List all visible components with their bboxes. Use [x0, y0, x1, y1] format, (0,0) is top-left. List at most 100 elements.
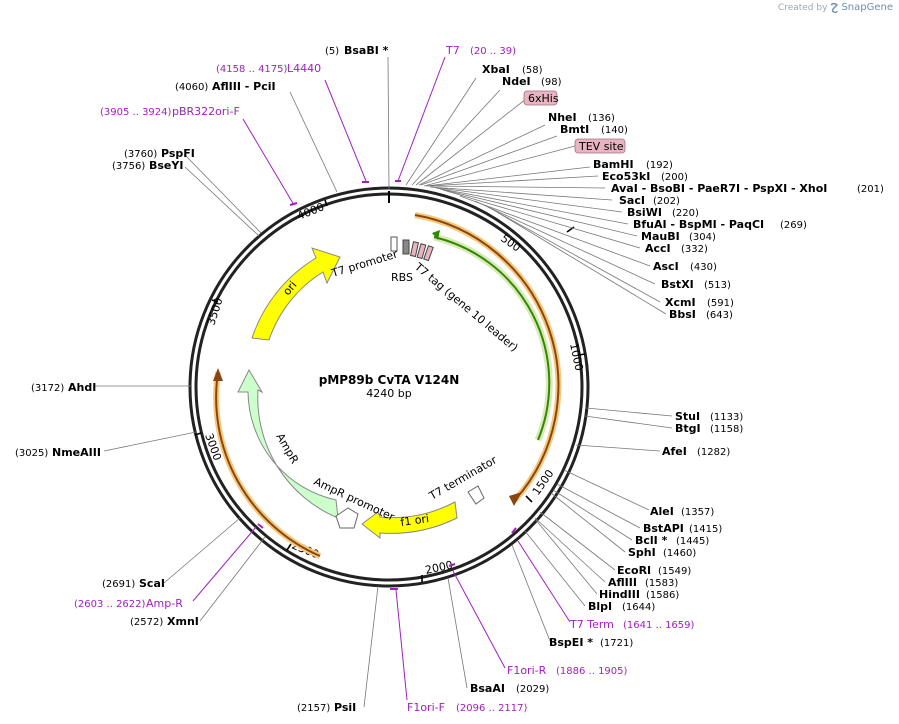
ampr-feature — [237, 368, 339, 519]
site-name: Eco53kI — [602, 170, 650, 183]
site-coord: (269) — [780, 220, 807, 231]
f1-ori-label: f1 ori — [400, 512, 430, 529]
tag-6xhis-label: 6xHis — [528, 92, 559, 105]
primer-coord: (20 .. 39) — [470, 46, 516, 57]
site-name: NdeI — [502, 75, 531, 88]
site-connectors-left — [95, 91, 379, 708]
site-name: AccI — [645, 242, 671, 255]
cds-arc — [432, 230, 553, 442]
site-coord: (2157) — [297, 703, 330, 714]
site-name: BseYI — [149, 159, 183, 172]
site-name: BsaAI — [470, 682, 505, 695]
site-coord: (643) — [706, 310, 733, 321]
primer-name: pBR322ori-F — [172, 105, 240, 118]
site-coord: (430) — [690, 262, 717, 273]
site-name: AfeI — [662, 445, 687, 458]
primer-name: Amp-R — [146, 597, 183, 610]
t7-terminator-feature — [467, 485, 485, 505]
site-name: BsiWI — [627, 206, 662, 219]
watermark: Created by SnapGene — [778, 2, 893, 13]
site-name: StuI — [675, 410, 700, 423]
site-coord: (2029) — [516, 684, 549, 695]
plasmid-length: 4240 bp — [366, 387, 411, 400]
primer-connectors — [192, 56, 571, 701]
site-coord: (1415) — [689, 524, 722, 535]
site-name: AhdI — [68, 381, 96, 394]
plasmid-name: pMP89b CvTA V124N — [319, 373, 460, 387]
site-name: BsaBI * — [344, 44, 389, 57]
primer-name: L4440 — [287, 62, 321, 75]
site-name: BstAPI — [643, 522, 684, 535]
site-name: BstXI — [661, 278, 694, 291]
site-coord: (1282) — [697, 447, 730, 458]
site-coord: (136) — [588, 113, 615, 124]
site-name: HindIII — [599, 588, 640, 601]
primer-coord: (4158 .. 4175) — [216, 64, 288, 75]
site-name: SphI — [628, 546, 656, 559]
tick-label: 3500 — [204, 296, 225, 327]
site-name: SacI — [619, 194, 645, 207]
site-coord: (220) — [672, 208, 699, 219]
site-coord: (4060) — [175, 82, 208, 93]
watermark-brand: SnapGene — [841, 2, 893, 13]
site-name: XbaI — [482, 63, 510, 76]
sites-right: XbaI (58) NdeI (98) NheI (136) BmtI (140… — [470, 63, 884, 695]
primer-coord: (1886 .. 1905) — [556, 666, 628, 677]
site-coord: (332) — [681, 244, 708, 255]
ampr-label: AmpR — [273, 431, 301, 466]
site-coord: (513) — [704, 280, 731, 291]
site-connectors-right — [387, 56, 673, 689]
primer-coord: (2096 .. 2117) — [456, 703, 528, 714]
site-name: MauBI — [641, 230, 680, 243]
site-coord: (1357) — [681, 507, 714, 518]
site-name: BbsI — [669, 308, 696, 321]
site-coord: (1583) — [645, 578, 678, 589]
t7-tag-feature — [409, 241, 434, 262]
f1-ori-feature — [361, 501, 458, 540]
site-coord: (304) — [689, 232, 716, 243]
tick-label: 2000 — [424, 558, 454, 577]
site-name: EcoRI — [617, 564, 651, 577]
site-name: AvaI - BsoBI - PaeR7I - PspXI - XhoI — [611, 182, 827, 195]
primer-labels: T7 (20 .. 39) L4440 (4158 .. 4175) pBR32… — [74, 44, 695, 714]
site-name: PsiI — [334, 701, 356, 714]
site-coord: (3025) — [15, 448, 48, 459]
site-coord: (1158) — [710, 424, 743, 435]
site-coord: (1644) — [622, 602, 655, 613]
site-coord: (202) — [653, 196, 680, 207]
primer-name: F1ori-F — [407, 701, 445, 714]
site-name: BspEI * — [549, 636, 593, 649]
ampr-promoter-feature — [335, 507, 359, 529]
site-name: NheI — [548, 111, 577, 124]
site-coord: (1549) — [658, 566, 691, 577]
site-coord: (1586) — [646, 590, 679, 601]
primer-markers — [257, 180, 517, 590]
site-name: AflIII — [608, 576, 637, 589]
site-coord: (192) — [646, 160, 673, 171]
t7-promoter-label: T7 promoter — [329, 247, 399, 280]
primer-coord: (1641 .. 1659) — [623, 620, 695, 631]
site-name: BamHI — [593, 158, 634, 171]
primer-name: T7 Term — [569, 618, 614, 631]
site-name: AscI — [653, 260, 679, 273]
tag-6xhis: 6xHis — [415, 90, 559, 186]
site-name: BtgI — [675, 422, 701, 435]
site-coord: (1133) — [710, 412, 743, 423]
site-coord: (1721) — [600, 638, 633, 649]
site-name: NmeAIII — [52, 446, 101, 459]
site-name: AleI — [650, 505, 674, 518]
ori-feature — [251, 247, 341, 341]
tag-tev-site-label: TEV site — [578, 140, 624, 153]
site-coord: (3760) — [124, 149, 157, 160]
site-coord: (1445) — [676, 536, 709, 547]
primer-name: F1ori-R — [507, 664, 547, 677]
site-coord: (3756) — [112, 161, 145, 172]
site-coord: (591) — [707, 298, 734, 309]
site-coord: (140) — [601, 125, 628, 136]
site-name: BlpI — [588, 600, 612, 613]
primer-name: T7 — [445, 44, 460, 57]
site-name: BfuAI - BspMI - PaqCI — [633, 218, 764, 231]
site-coord: (2572) — [130, 617, 163, 628]
site-coord: (1460) — [663, 548, 696, 559]
site-name: PspFI — [161, 147, 195, 160]
